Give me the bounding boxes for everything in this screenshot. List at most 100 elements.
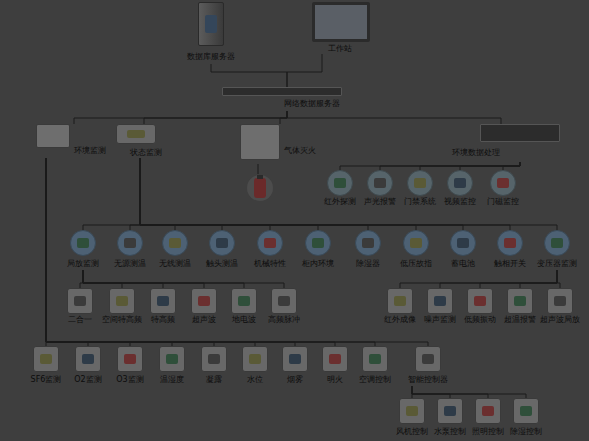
node-label: 高频脉冲 bbox=[268, 315, 300, 325]
connector-line bbox=[46, 158, 295, 346]
device-detail bbox=[249, 354, 261, 364]
device-detail bbox=[124, 354, 136, 364]
node-label: 超声波 bbox=[192, 315, 216, 325]
connector-line bbox=[400, 270, 557, 288]
connector-line bbox=[480, 270, 557, 288]
device-node: 噪声监测 bbox=[421, 288, 459, 326]
device-node: 照明控制 bbox=[470, 398, 506, 438]
device-node: O2监测 bbox=[70, 346, 106, 386]
device-icon bbox=[327, 170, 353, 196]
device-detail bbox=[289, 354, 301, 364]
connector-line bbox=[412, 386, 526, 398]
node-label: 照明控制 bbox=[472, 427, 504, 437]
device-icon bbox=[467, 288, 493, 314]
device-detail bbox=[169, 238, 181, 248]
device-node: 空调控制 bbox=[357, 346, 393, 386]
device-detail bbox=[329, 354, 341, 364]
device-node: 环境数据处理 bbox=[440, 124, 562, 162]
device-icon bbox=[159, 346, 185, 372]
device-icon bbox=[70, 230, 96, 256]
connector-line bbox=[83, 270, 204, 288]
device-node: 超声波局放 bbox=[541, 288, 579, 326]
device-node: 低频振动 bbox=[461, 288, 499, 326]
node-label: SF6监测 bbox=[31, 375, 62, 385]
device-detail bbox=[198, 296, 210, 306]
connector-line bbox=[460, 162, 520, 170]
device-icon bbox=[36, 124, 70, 148]
device-detail bbox=[124, 238, 136, 248]
device-icon bbox=[547, 288, 573, 314]
node-label: 特高频 bbox=[151, 315, 175, 325]
device-node: 声光报警 bbox=[361, 170, 399, 208]
device-detail bbox=[497, 178, 509, 188]
device-icon bbox=[282, 346, 308, 372]
device-icon bbox=[480, 124, 560, 142]
device-node: 数据库服务器 bbox=[176, 2, 246, 64]
device-node: 红外探测 bbox=[321, 170, 359, 208]
device-node: 机械特性 bbox=[249, 230, 291, 270]
connector-line bbox=[83, 270, 163, 288]
connector-line bbox=[140, 158, 368, 230]
device-icon bbox=[162, 230, 188, 256]
node-label: 水位 bbox=[247, 375, 263, 385]
connector-line bbox=[420, 162, 520, 170]
device-node: 无线测温 bbox=[154, 230, 196, 270]
device-node: 状态监测 bbox=[116, 124, 172, 158]
device-icon bbox=[198, 2, 224, 46]
device-detail bbox=[127, 130, 145, 138]
device-icon bbox=[222, 87, 342, 96]
connector-line bbox=[83, 270, 122, 288]
connector-line bbox=[211, 64, 287, 87]
device-node: 水泵控制 bbox=[432, 398, 468, 438]
device-icon bbox=[242, 346, 268, 372]
node-label: 低压故指 bbox=[400, 259, 432, 269]
device-icon bbox=[475, 398, 501, 424]
device-node: 红外成像 bbox=[381, 288, 419, 326]
node-label: 超温报警 bbox=[504, 315, 536, 325]
connector-line bbox=[503, 162, 520, 170]
device-node: 气体灭火 bbox=[240, 124, 320, 164]
device-detail bbox=[422, 354, 434, 364]
connector-line bbox=[83, 158, 140, 230]
node-label: 变压器监测 bbox=[537, 259, 577, 269]
device-icon bbox=[403, 230, 429, 256]
connector-line bbox=[140, 158, 510, 230]
device-detail bbox=[504, 238, 516, 248]
device-node: 烟雾 bbox=[277, 346, 313, 386]
node-label: 蓄电池 bbox=[451, 259, 475, 269]
node-label: 噪声监测 bbox=[424, 315, 456, 325]
device-node: 高频脉冲 bbox=[265, 288, 303, 326]
node-label: 风机控制 bbox=[396, 427, 428, 437]
device-icon bbox=[355, 230, 381, 256]
device-node: 凝露 bbox=[196, 346, 232, 386]
connector-line bbox=[83, 270, 284, 288]
extinguisher-valve bbox=[257, 175, 263, 179]
device-icon bbox=[305, 230, 331, 256]
device-icon bbox=[497, 230, 523, 256]
device-icon bbox=[387, 288, 413, 314]
device-icon bbox=[117, 230, 143, 256]
device-detail bbox=[166, 354, 178, 364]
node-label: 除湿控制 bbox=[510, 427, 542, 437]
node-label: 工作站 bbox=[328, 44, 352, 54]
device-node: 智能控制器 bbox=[410, 346, 446, 386]
node-label: 红外成像 bbox=[384, 315, 416, 325]
device-icon bbox=[407, 170, 433, 196]
device-detail bbox=[264, 238, 276, 248]
node-label: 明火 bbox=[327, 375, 343, 385]
device-icon bbox=[116, 124, 156, 144]
connector-line bbox=[144, 111, 287, 124]
device-node: 风机控制 bbox=[394, 398, 430, 438]
device-node: 水位 bbox=[237, 346, 273, 386]
device-detail bbox=[312, 238, 324, 248]
device-detail bbox=[482, 406, 494, 416]
device-icon bbox=[490, 170, 516, 196]
connector-line bbox=[46, 158, 335, 346]
node-label: 门磁监控 bbox=[487, 197, 519, 207]
connector-line bbox=[280, 111, 287, 124]
device-node: 蓄电池 bbox=[442, 230, 484, 270]
device-node: 触头测温 bbox=[201, 230, 243, 270]
